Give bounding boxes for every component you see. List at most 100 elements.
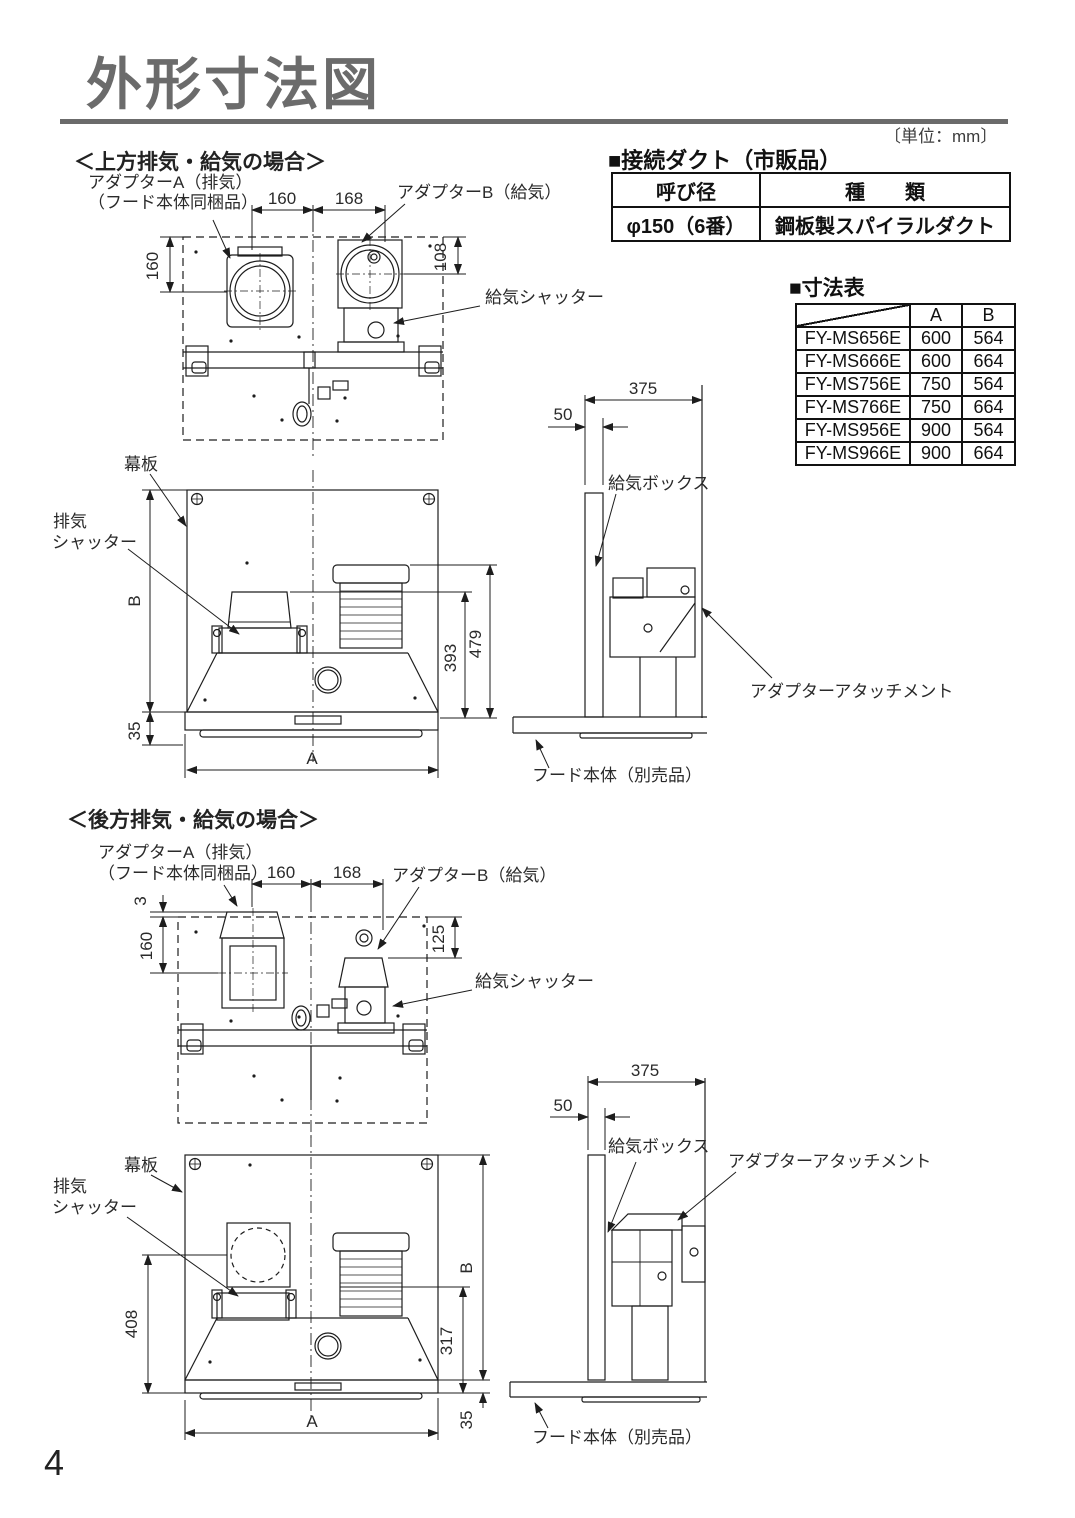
label-supply-shutter: 給気シャッター <box>485 288 604 307</box>
duct-diameter-value: φ150（6番） <box>611 206 761 242</box>
rear-side-dimensions <box>534 1076 737 1429</box>
section-heading-rear-exhaust: ＜後方排気・給気の場合＞ <box>67 809 319 832</box>
rear-side-view <box>509 1078 707 1403</box>
dim-408-rear: 408 <box>122 1310 141 1338</box>
dim-b-value: 564 <box>961 418 1016 443</box>
dim-160-horizontal: 160 <box>268 189 296 208</box>
label-hood-body-upper: フード本体（別売品） <box>532 766 702 785</box>
dim-35-left: 35 <box>125 722 144 741</box>
dim-108-vertical: 108 <box>431 243 450 271</box>
duct-table-header-diameter: 呼び径 <box>611 172 761 208</box>
dim-a-value: 600 <box>909 349 963 374</box>
label-supply-shutter-rear: 給気シャッター <box>475 972 594 991</box>
upper-plan-view <box>182 218 444 458</box>
dim-b-value: 664 <box>961 395 1016 420</box>
dim-table-title: ■寸法表 <box>789 277 865 300</box>
page-title: 外形寸法図 <box>86 53 381 116</box>
dim-table-header-row: A B <box>795 303 1016 328</box>
rear-plan-texts: 160 168 3 160 125 アダプターA（排気） （フード本体同梱品） … <box>98 843 594 991</box>
label-adapter-a-line2: （フード本体同梱品） <box>88 193 258 212</box>
dim-3-rear: 3 <box>131 896 150 905</box>
model-name: FY-MS656E <box>795 326 911 351</box>
dim-125-rear: 125 <box>429 925 448 953</box>
rear-front-texts: 408 B 317 35 A 幕板 排気 シャッター <box>52 1156 476 1431</box>
label-front-panel: 幕板 <box>124 455 158 474</box>
upper-side-texts: 375 50 給気ボックス アダプターアタッチメント フード本体（別売品） <box>532 379 953 785</box>
dim-table-header-a: A <box>909 303 963 328</box>
dim-375-rear: 375 <box>631 1061 659 1080</box>
dim-a-bottom: A <box>306 749 318 768</box>
table-row: FY-MS966E 900 664 <box>795 441 1016 466</box>
model-name: FY-MS956E <box>795 418 911 443</box>
label-adapter-a-line1: アダプターA（排気） <box>88 173 252 192</box>
duct-type-value: 鋼板製スパイラルダクト <box>759 206 1011 242</box>
label-exhaust-line2: シャッター <box>52 533 137 552</box>
section-heading-top-exhaust: ＜上方排気・給気の場合＞ <box>74 151 326 174</box>
dim-table-diagonal-cell <box>795 303 911 328</box>
label-adapter-attachment-rear: アダプターアタッチメント <box>728 1152 931 1171</box>
table-row: FY-MS756E 750 564 <box>795 372 1016 397</box>
upper-front-dimensions <box>127 473 497 778</box>
dim-a-value: 600 <box>909 326 963 351</box>
rear-front-dimensions <box>126 1154 490 1440</box>
duct-table: 呼び径 種 類 φ150（6番） 鋼板製スパイラルダクト <box>611 172 1011 242</box>
model-name: FY-MS666E <box>795 349 911 374</box>
label-adapter-b: アダプターB（給気） <box>397 183 561 202</box>
dim-160-horizontal-rear: 160 <box>267 863 295 882</box>
model-name: FY-MS766E <box>795 395 911 420</box>
dim-35-rear: 35 <box>457 1411 476 1430</box>
label-adapter-a-line1-rear: アダプターA（排気） <box>98 843 262 862</box>
dim-a-bottom-rear: A <box>306 1412 318 1431</box>
duct-table-header-type: 種 類 <box>759 172 1011 208</box>
upper-plan-dimensions <box>160 203 481 325</box>
label-adapter-a-line2-rear: （フード本体同梱品） <box>98 864 268 883</box>
dim-50-upper: 50 <box>554 405 573 424</box>
label-exhaust-line1: 排気 <box>53 512 87 531</box>
model-name: FY-MS756E <box>795 372 911 397</box>
dim-160-vertical: 160 <box>143 252 162 280</box>
duct-table-header-row: 呼び径 種 類 <box>611 172 1011 208</box>
upper-side-view <box>512 385 707 739</box>
label-exhaust-line2-rear: シャッター <box>52 1198 137 1217</box>
rear-side-texts: 375 50 給気ボックス アダプターアタッチメント フード本体（別売品） <box>532 1061 931 1447</box>
upper-front-view <box>184 470 439 762</box>
dim-50-rear: 50 <box>554 1096 573 1115</box>
dim-168-horizontal-rear: 168 <box>333 863 361 882</box>
label-front-panel-rear: 幕板 <box>124 1156 158 1175</box>
dim-b-value: 664 <box>961 441 1016 466</box>
upper-side-dimensions <box>535 395 773 769</box>
dim-479: 479 <box>466 630 485 658</box>
dim-a-value: 900 <box>909 441 963 466</box>
page-number: 4 <box>44 1442 65 1483</box>
dim-a-value: 750 <box>909 372 963 397</box>
dim-393: 393 <box>441 644 460 672</box>
dim-a-value: 900 <box>909 418 963 443</box>
dim-b-rear: B <box>457 1262 476 1273</box>
dim-b-value: 564 <box>961 372 1016 397</box>
label-adapter-attachment-upper: アダプターアタッチメント <box>750 682 953 701</box>
rear-plan-view <box>177 900 428 1140</box>
table-row: FY-MS956E 900 564 <box>795 418 1016 443</box>
dimension-table: A B FY-MS656E 600 564 FY-MS666E 600 664 … <box>795 303 1016 466</box>
dim-a-value: 750 <box>909 395 963 420</box>
dim-b-value: 664 <box>961 349 1016 374</box>
dim-317-rear: 317 <box>437 1327 456 1355</box>
title-underline <box>60 119 1008 124</box>
upper-front-texts: B 35 A 393 479 幕板 排気 シャッター <box>52 455 485 768</box>
label-hood-body-rear: フード本体（別売品） <box>532 1428 702 1447</box>
dim-168-horizontal: 168 <box>335 189 363 208</box>
dim-160-vertical-rear: 160 <box>137 932 156 960</box>
duct-table-data-row: φ150（6番） 鋼板製スパイラルダクト <box>611 206 1011 242</box>
label-exhaust-line1-rear: 排気 <box>53 1177 87 1196</box>
model-name: FY-MS966E <box>795 441 911 466</box>
unit-note: 〔単位：mm〕 <box>884 127 998 146</box>
label-adapter-b-rear: アダプターB（給気） <box>392 866 556 885</box>
dim-b-left: B <box>125 595 144 606</box>
table-row: FY-MS666E 600 664 <box>795 349 1016 374</box>
dim-375-upper: 375 <box>629 379 657 398</box>
table-row: FY-MS766E 750 664 <box>795 395 1016 420</box>
label-supply-box-upper: 給気ボックス <box>608 474 710 493</box>
dim-b-value: 564 <box>961 326 1016 351</box>
